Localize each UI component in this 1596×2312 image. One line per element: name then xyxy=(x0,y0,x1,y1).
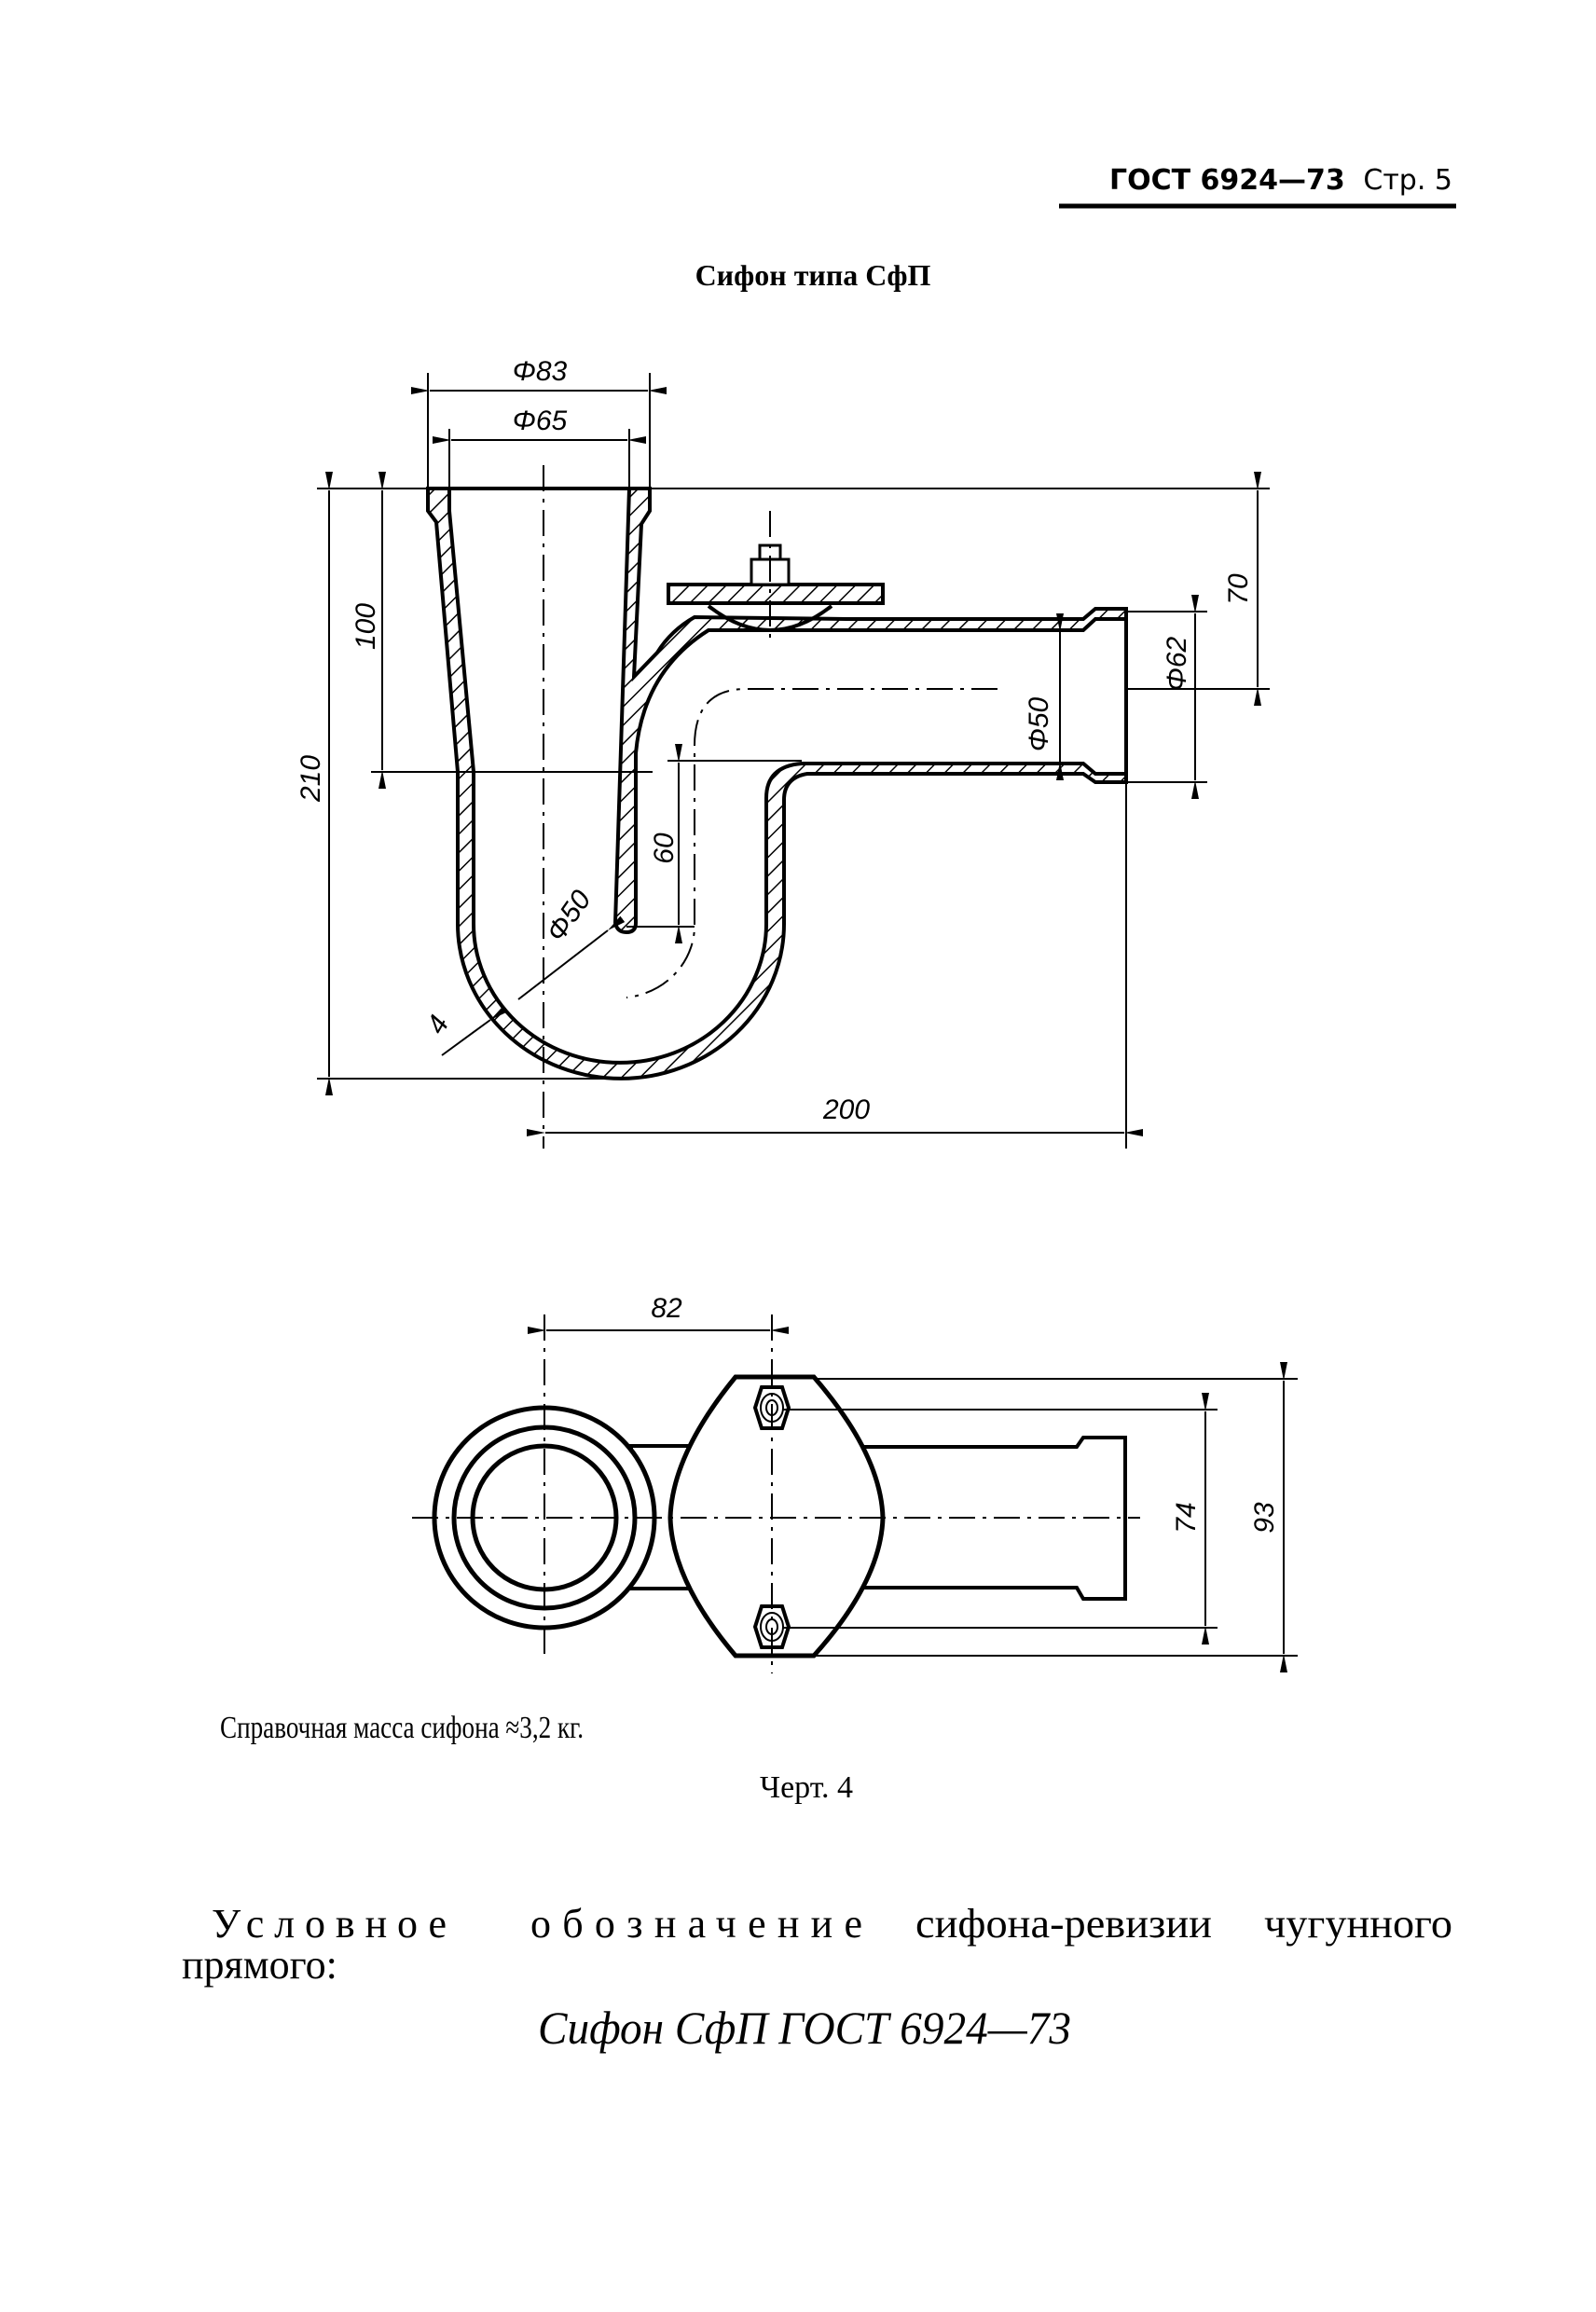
siphon-cavity xyxy=(447,487,1128,1065)
dim-210: 210 xyxy=(296,755,326,803)
designation-word: сифона-ревизии xyxy=(915,1901,1212,1947)
dim-60: 60 xyxy=(649,833,680,864)
dim-line xyxy=(441,1005,508,1056)
dim-d50-outlet: Φ50 xyxy=(1024,696,1054,751)
dim-d83: Φ83 xyxy=(513,356,568,387)
dim-200: 200 xyxy=(822,1094,870,1125)
designation-line2: прямого: xyxy=(182,1942,337,1988)
designation-example: Сифон СфП ГОСТ 6924—73 xyxy=(538,2002,1071,2054)
cleanout-cover xyxy=(667,583,885,605)
figure-caption: Черт. 4 xyxy=(760,1770,853,1805)
plan-view: 82 74 93 xyxy=(412,1293,1298,1673)
designation-word: обозначение xyxy=(530,1901,862,1947)
designation-word: чугунного xyxy=(1264,1901,1452,1947)
dim-wall-4: 4 xyxy=(420,1011,455,1039)
cover-gasket xyxy=(707,604,833,632)
dim-82: 82 xyxy=(651,1293,682,1324)
standard-code: ГОСТ 6924—73 xyxy=(1109,164,1345,197)
flow-centerline xyxy=(626,688,998,998)
dim-70: 70 xyxy=(1223,573,1254,605)
mass-note: Справочная масса сифона ≈3,2 кг. xyxy=(220,1711,584,1745)
dim-d65: Φ65 xyxy=(513,406,568,436)
dim-100: 100 xyxy=(351,603,381,650)
outlet-pipe-plan xyxy=(839,1436,1127,1601)
dim-74: 74 xyxy=(1171,1502,1202,1533)
dim-93: 93 xyxy=(1249,1502,1280,1534)
dim-line xyxy=(517,915,626,1000)
dim-d62: Φ62 xyxy=(1162,636,1192,691)
section-view: Φ83 Φ65 100 210 70 Φ62 Φ50 60 200 Φ50 4 xyxy=(296,356,1270,1149)
drawing-title: Сифон типа СфП xyxy=(695,258,931,292)
page-header: ГОСТ 6924—73 Стр. 5 xyxy=(1059,164,1456,209)
designation-paragraph: Условное обозначение сифона-ревизии чугу… xyxy=(182,1901,1452,2054)
designation-word: Условное xyxy=(212,1901,447,1947)
page-number: Стр. 5 xyxy=(1363,164,1452,197)
